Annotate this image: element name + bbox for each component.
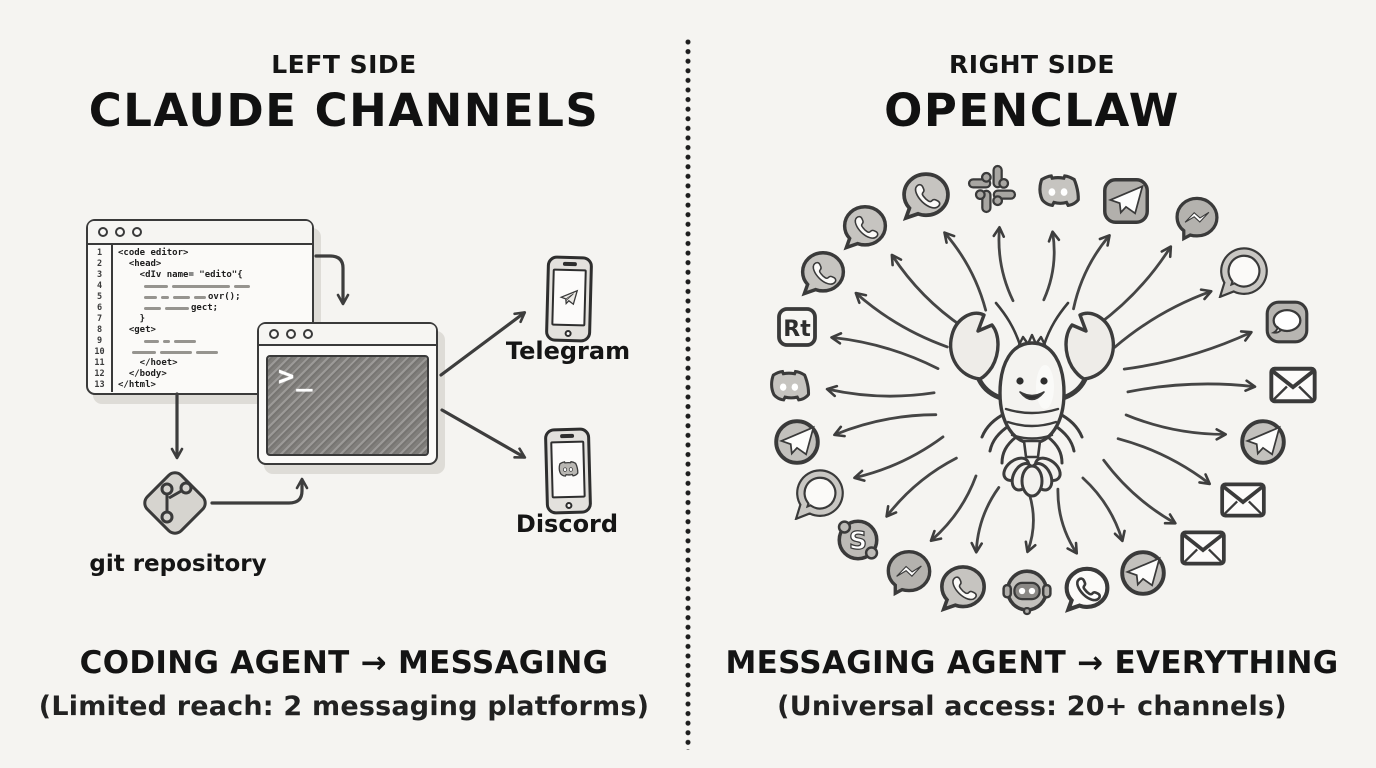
phone-speaker <box>560 433 575 439</box>
left-caption: CODING AGENT → MESSAGING <box>79 645 609 681</box>
code-line <box>118 281 309 292</box>
phone-screen <box>550 440 586 499</box>
phone-home-button <box>564 329 572 338</box>
code-line: <head> <box>118 259 162 269</box>
window-dot-icon <box>132 227 142 237</box>
telegram-label: Telegram <box>505 337 631 365</box>
phone-screen <box>551 268 587 327</box>
left-title: CLAUDE CHANNELS <box>88 84 600 137</box>
left-side-label: LEFT SIDE <box>271 50 417 79</box>
right-panel: RIGHT SIDE OPENCLAW MESSAGING AGENT → EV… <box>688 0 1376 768</box>
dotted-divider <box>685 38 691 750</box>
code-line: <code editor> <box>118 248 189 258</box>
terminal-screen: >_ <box>266 355 429 456</box>
code-line: ovr(); <box>118 292 309 303</box>
phone-speaker <box>562 261 577 267</box>
right-title: OPENCLAW <box>884 84 1180 137</box>
right-subcaption: (Universal access: 20+ channels) <box>777 691 1287 722</box>
telegram-plane-icon <box>559 289 579 305</box>
code-line: <dIv name= "edito"{ <box>118 270 243 280</box>
code-line <box>118 347 309 358</box>
right-caption: MESSAGING AGENT → EVERYTHING <box>725 645 1339 681</box>
window-dot-icon <box>115 227 125 237</box>
code-line: <get> <box>118 325 156 335</box>
code-line: </body> <box>118 369 167 379</box>
phone-home-button <box>565 501 573 510</box>
code-window-titlebar <box>88 221 312 245</box>
telegram-phone <box>544 255 594 343</box>
git-repository-label: git repository <box>89 551 267 577</box>
window-dot-icon <box>269 329 279 339</box>
terminal-window: >_ <box>257 322 438 465</box>
code-text: <code editor> <head> <dIv name= "edito"{… <box>113 245 312 392</box>
code-line <box>118 336 309 347</box>
window-dot-icon <box>98 227 108 237</box>
lobster-mascot <box>949 301 1115 498</box>
window-dot-icon <box>286 329 296 339</box>
code-line: </html> <box>118 380 156 390</box>
window-dot-icon <box>303 329 313 339</box>
git-icon <box>143 471 207 535</box>
code-line: } <box>118 314 146 324</box>
right-side-label: RIGHT SIDE <box>949 50 1115 79</box>
terminal-prompt: >_ <box>278 361 315 392</box>
code-line: </hoet> <box>118 358 178 368</box>
discord-label: Discord <box>515 510 619 538</box>
discord-logo-icon <box>558 460 579 477</box>
terminal-titlebar <box>259 324 436 346</box>
code-line: gect; <box>118 303 309 314</box>
left-subcaption: (Limited reach: 2 messaging platforms) <box>38 691 650 722</box>
discord-phone <box>543 427 593 515</box>
